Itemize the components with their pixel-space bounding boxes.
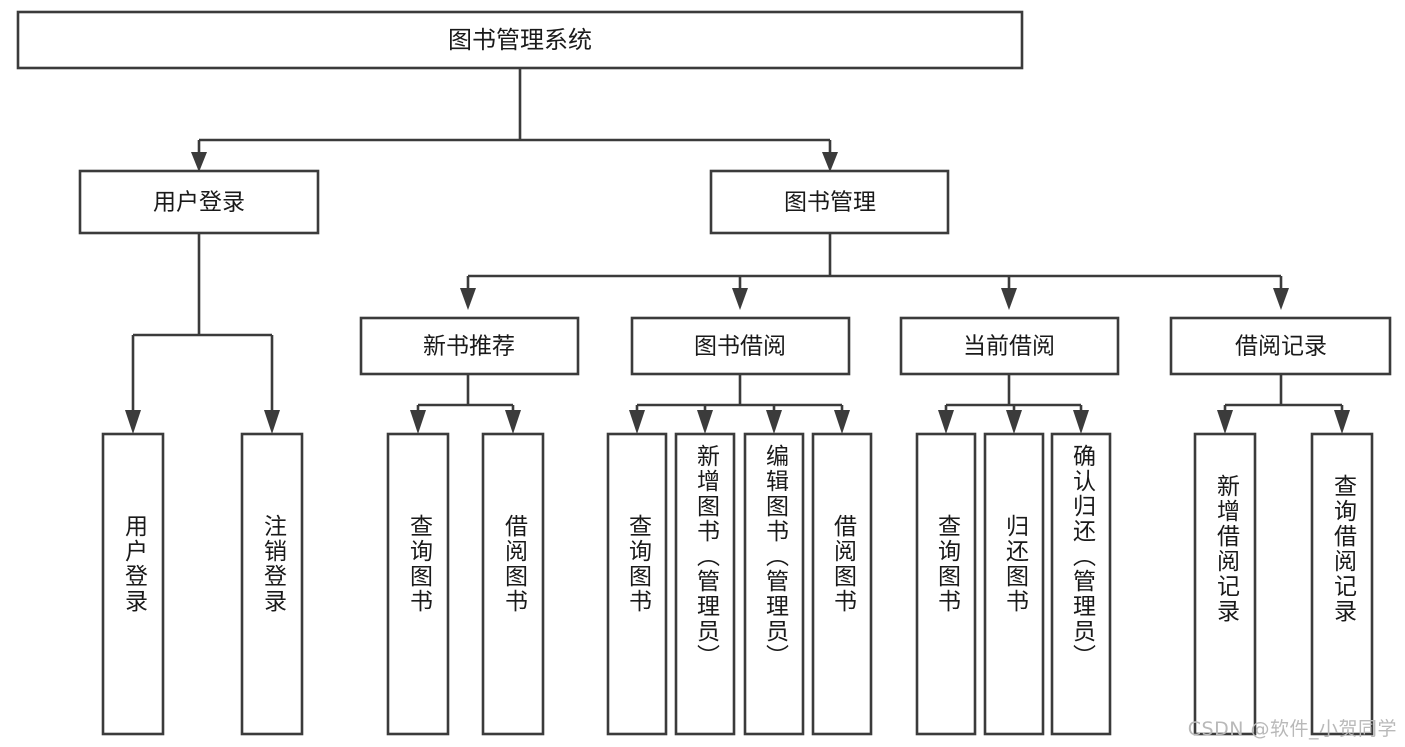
node-new-book-recommend-label: 新书推荐 (423, 334, 515, 360)
csdn-watermark: CSDN @软件_小贺同学 (1187, 718, 1397, 740)
node-book-borrow[interactable]: 图书借阅 (630, 316, 851, 376)
connector-currentborrow-to-leaves (938, 374, 1089, 434)
leaf-box-bb-query-book[interactable] (606, 432, 668, 736)
arrow-to-new-book (460, 288, 476, 310)
node-new-book-recommend-box[interactable] (359, 316, 580, 376)
arrow-leaf-cb-2 (1006, 410, 1022, 434)
arrow-leaf-br-1 (1217, 410, 1233, 434)
connector-userlogin-to-leaves (125, 233, 280, 434)
connector-borrowrecord-to-leaves (1217, 374, 1350, 434)
arrow-leaf-bb-4 (834, 410, 850, 434)
leaf-box-cb-return-book[interactable] (983, 432, 1045, 736)
node-user-login-box[interactable] (78, 169, 320, 235)
node-current-borrow[interactable]: 当前借阅 (899, 316, 1120, 376)
leaf-box-bb-add-book[interactable] (674, 432, 736, 736)
leaf-group-borrow-record (1193, 432, 1374, 736)
arrow-leaf-bb-3 (766, 410, 782, 434)
arrow-to-book-borrow (732, 288, 748, 310)
connector-root-to-level2 (191, 68, 838, 172)
node-borrow-record[interactable]: 借阅记录 (1169, 316, 1392, 376)
leaf-group-user-login (101, 432, 304, 736)
leaf-box-bb-borrow-book[interactable] (811, 432, 873, 736)
leaf-box-nb-query-book[interactable] (386, 432, 450, 736)
arrow-leaf-cb-1 (938, 410, 954, 434)
node-book-management[interactable]: 图书管理 (709, 169, 950, 235)
leaf-box-bb-edit-book[interactable] (743, 432, 805, 736)
leaf-box-cb-query-book[interactable] (915, 432, 977, 736)
node-current-borrow-box[interactable] (899, 316, 1120, 376)
node-borrow-record-box[interactable] (1169, 316, 1392, 376)
node-root-box[interactable] (16, 10, 1024, 70)
arrow-to-borrow-record (1273, 288, 1289, 310)
leaf-group-current-borrow (915, 432, 1112, 736)
node-user-login[interactable]: 用户登录 (78, 169, 320, 235)
arrow-leaf-br-2 (1334, 410, 1350, 434)
arrow-leaf-user-login (125, 410, 141, 434)
arrow-leaf-bb-1 (629, 410, 645, 434)
node-user-login-label: 用户登录 (153, 190, 245, 216)
leaf-group-new-book-recommend (386, 432, 545, 736)
node-root[interactable]: 图书管理系统 (16, 10, 1024, 70)
arrow-leaf-nb-1 (410, 410, 426, 434)
node-root-label: 图书管理系统 (448, 26, 592, 54)
connector-bookmgmt-to-level3 (460, 233, 1289, 310)
arrow-leaf-bb-2 (697, 410, 713, 434)
node-book-management-label: 图书管理 (784, 190, 876, 216)
node-new-book-recommend[interactable]: 新书推荐 (359, 316, 580, 376)
connector-bookborrow-to-leaves (629, 374, 850, 434)
node-book-management-box[interactable] (709, 169, 950, 235)
leaf-box-user-login[interactable] (101, 432, 165, 736)
arrow-to-user-login (191, 152, 207, 172)
node-current-borrow-label: 当前借阅 (963, 334, 1055, 360)
arrow-to-book-mgmt (822, 152, 838, 172)
leaf-box-nb-borrow-book[interactable] (481, 432, 545, 736)
arrow-leaf-logout (264, 410, 280, 434)
node-book-borrow-box[interactable] (630, 316, 851, 376)
leaf-box-logout[interactable] (240, 432, 304, 736)
connector-newbook-to-leaves (410, 374, 521, 434)
arrow-leaf-nb-2 (505, 410, 521, 434)
leaf-group-book-borrow (606, 432, 873, 736)
leaf-box-br-query-record[interactable] (1310, 432, 1374, 736)
leaf-box-br-add-record[interactable] (1193, 432, 1257, 736)
leaf-box-cb-confirm-return[interactable] (1050, 432, 1112, 736)
node-book-borrow-label: 图书借阅 (694, 334, 786, 360)
arrow-leaf-cb-3 (1073, 410, 1089, 434)
arrow-to-current-borrow (1001, 288, 1017, 310)
node-borrow-record-label: 借阅记录 (1235, 334, 1327, 360)
